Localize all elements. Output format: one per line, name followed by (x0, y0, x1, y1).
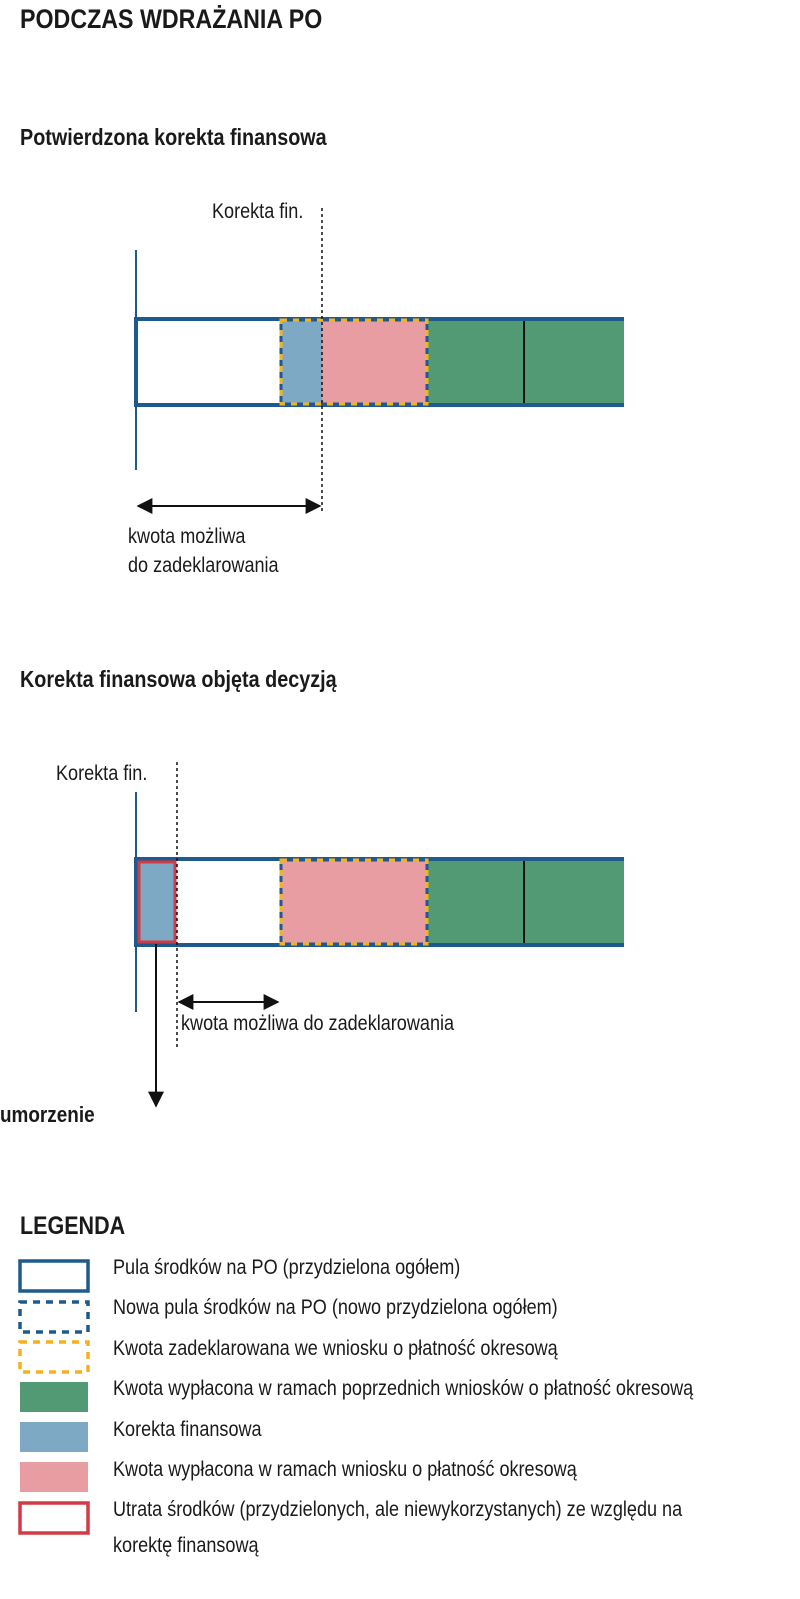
write-off-label: umorzenie (0, 1102, 95, 1127)
legend-swatch-previous-paid (20, 1382, 88, 1412)
section1-marker-label: Korekta fin. (212, 200, 304, 223)
legend-swatch-correction (20, 1422, 88, 1452)
section2-marker-label: Korekta fin. (56, 762, 148, 785)
legend-item-label: Pula środków na PO (przydzielona ogółem) (113, 1256, 461, 1279)
section1-amount-label-line1: kwota możliwa (128, 525, 246, 548)
section1-unused-pool (136, 319, 280, 405)
legend-swatch-paid (20, 1462, 88, 1492)
legend-item-label: Korekta finansowa (113, 1418, 262, 1441)
legend-swatch-declared (18, 1340, 90, 1374)
legend-item-label: korektę finansową (113, 1534, 259, 1557)
legend-swatch-loss (18, 1501, 90, 1535)
legend-item-label: Kwota zadeklarowana we wniosku o płatnoś… (113, 1337, 558, 1360)
section1-declared-outline (279, 318, 429, 406)
legend-item-label: Utrata środków (przydzielonych, ale niew… (113, 1498, 683, 1521)
section1-previous-paid-block (428, 319, 624, 405)
section1-paid-block (322, 319, 428, 405)
section2-previous-paid-block (428, 859, 624, 945)
section2-heading: Korekta finansowa objęta decyzją (20, 666, 337, 692)
section1-amount-label-line2: do zadeklarowania (128, 554, 279, 577)
page-title: PODCZAS WDRAŻANIA PO (20, 4, 323, 34)
legend-swatches (18, 1259, 90, 1535)
legend-swatch-pool (18, 1259, 90, 1293)
legend-title: LEGENDA (20, 1212, 126, 1240)
section2-diagram (134, 762, 624, 1108)
section2-declared-outline (279, 858, 429, 946)
section1-diagram (134, 208, 624, 514)
legend-item-label: Kwota wypłacona w ramach poprzednich wni… (113, 1377, 694, 1400)
legend-item-label: Nowa pula środków na PO (nowo przydzielo… (113, 1296, 558, 1319)
legend-swatch-new-pool (18, 1300, 90, 1334)
section2-correction-loss-block (137, 860, 177, 944)
section1-correction-block (280, 319, 322, 405)
section2-amount-label: kwota możliwa do zadeklarowania (181, 1012, 455, 1035)
section1-heading: Potwierdzona korekta finansowa (20, 124, 327, 150)
legend-item-label: Kwota wypłacona w ramach wniosku o płatn… (113, 1458, 577, 1481)
section2-paid-block (280, 859, 428, 945)
